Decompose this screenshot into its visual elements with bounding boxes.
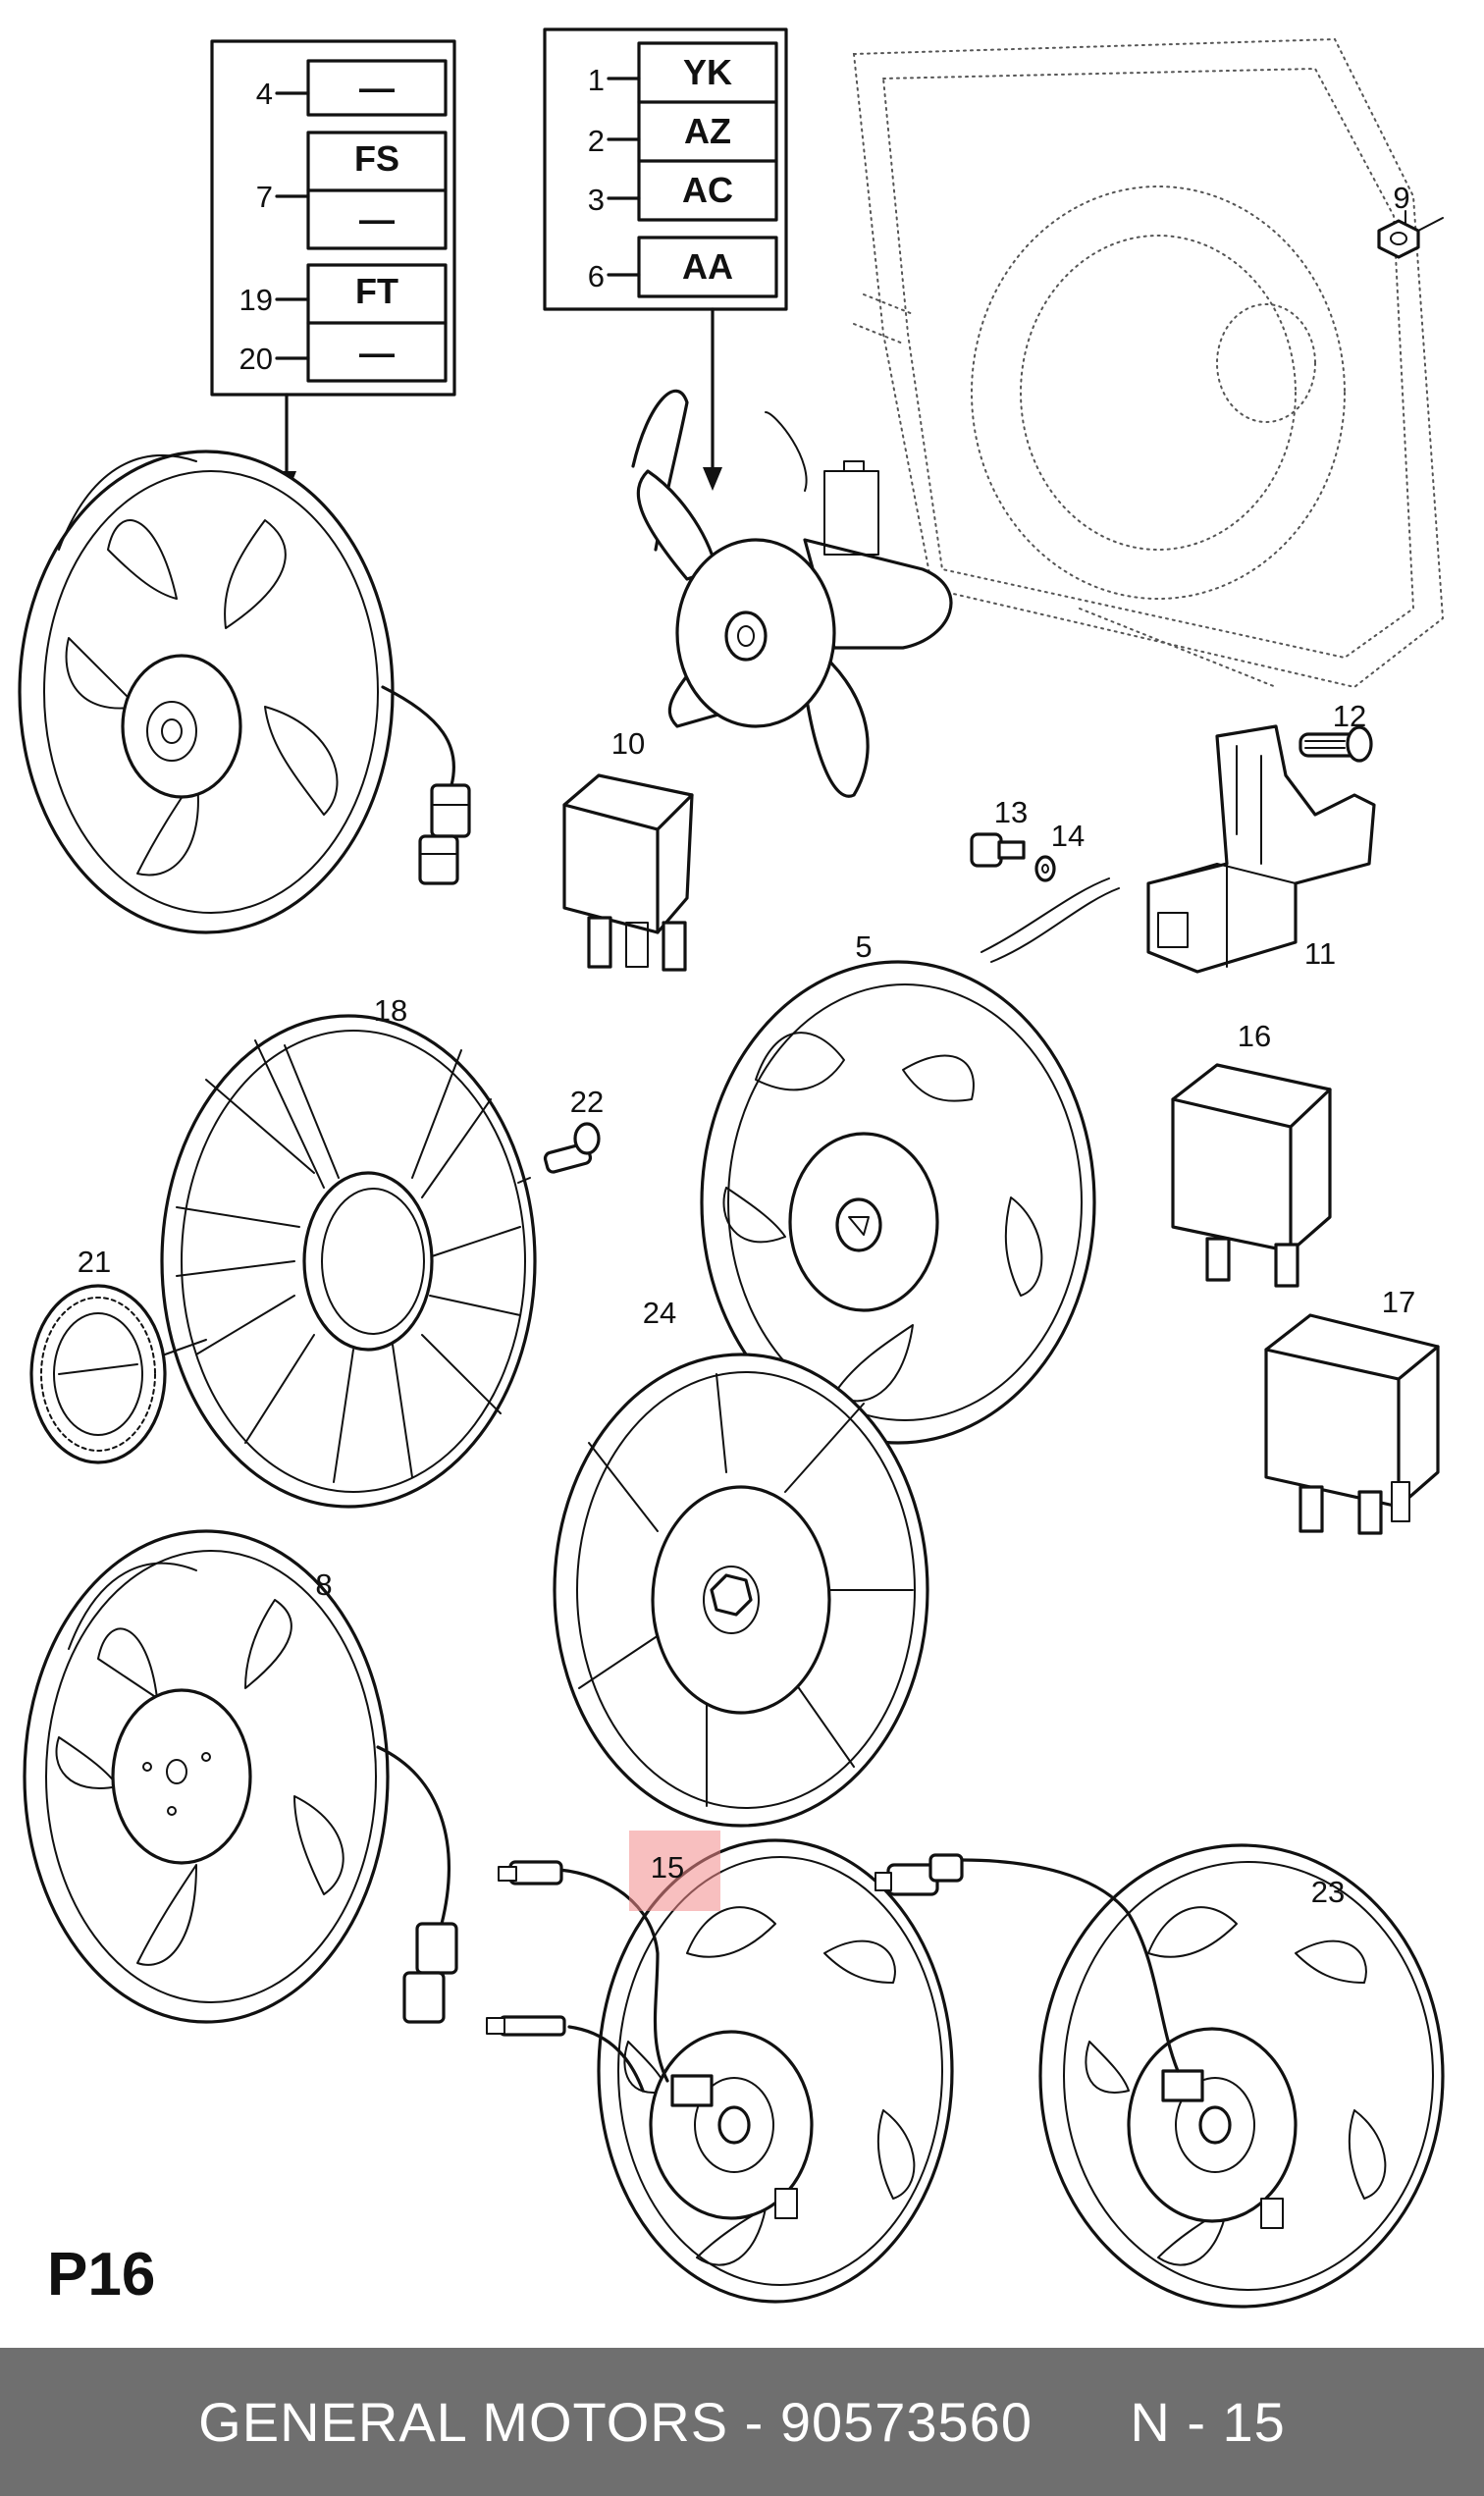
label-part-22: 22 <box>570 1085 604 1119</box>
code-right-num-3: 3 <box>588 183 605 217</box>
code-right-3: AC <box>682 170 733 210</box>
fan-blade-part-18: 18 <box>160 993 537 1509</box>
label-part-14: 14 <box>1051 819 1085 853</box>
label-part-13: 13 <box>994 795 1028 829</box>
code-box-right: 1 2 3 6 YK AZ AC AA <box>543 27 788 491</box>
fan-part-23: 23 <box>874 1843 1445 2309</box>
label-part-10: 10 <box>611 726 645 761</box>
label-part-16: 16 <box>1238 1019 1271 1053</box>
code-left-20: — <box>359 333 395 373</box>
label-part-21: 21 <box>78 1245 111 1279</box>
label-part-15: 15 <box>651 1850 684 1885</box>
fan-part-8: 8 <box>23 1529 458 2024</box>
fan-small-motor <box>631 389 953 798</box>
screw-part-13: 13 <box>970 795 1028 868</box>
bolt-part-12: 12 <box>1298 699 1373 763</box>
label-part-8: 8 <box>315 1567 332 1602</box>
code-right-num-6: 6 <box>588 259 605 293</box>
code-right-1: YK <box>683 52 732 92</box>
footer-caption: GENERAL MOTORS - 90573560 N - 15 <box>198 2391 1286 2453</box>
footer-bar: GENERAL MOTORS - 90573560 N - 15 <box>0 2348 1484 2496</box>
parts-diagram: 4 7 19 20 — FS — FT — 1 2 3 6 YK AZ AC A… <box>18 27 1445 2309</box>
bolt-part-22: 22 <box>517 1085 604 1184</box>
code-right-6: AA <box>682 246 733 287</box>
code-box-left: 4 7 19 20 — FS — FT — <box>210 39 456 496</box>
code-left-num-20: 20 <box>239 342 273 376</box>
label-part-23: 23 <box>1311 1875 1345 1909</box>
code-right-num-2: 2 <box>588 124 605 158</box>
code-left-7-top: FS <box>354 138 399 179</box>
label-part-11: 11 <box>1304 936 1336 971</box>
washer-part-14: 14 <box>1034 819 1085 882</box>
code-left-7-bottom: — <box>359 199 395 239</box>
fan-part-24: 24 <box>553 1296 929 1828</box>
label-part-12: 12 <box>1333 699 1366 733</box>
code-left-num-7: 7 <box>256 180 273 214</box>
label-part-5: 5 <box>855 929 872 964</box>
relay-part-10: 10 <box>562 726 694 972</box>
code-right-2: AZ <box>684 111 731 151</box>
code-left-num-4: 4 <box>256 77 273 111</box>
label-part-18: 18 <box>374 993 407 1028</box>
label-part-17: 17 <box>1382 1285 1415 1319</box>
label-part-9: 9 <box>1393 181 1409 215</box>
code-right-num-1: 1 <box>588 63 605 97</box>
code-left-num-19: 19 <box>239 283 273 317</box>
label-part-24: 24 <box>643 1296 676 1330</box>
fan-large-top-left <box>18 450 471 934</box>
nut-part-9: 9 <box>1377 181 1444 259</box>
relay-part-17: 17 <box>1264 1285 1440 1535</box>
code-left-4: — <box>359 68 395 108</box>
highlight-part-15 <box>629 1831 720 1911</box>
clutch-ring-part-21: 21 <box>29 1245 207 1464</box>
fan-shroud-drawing <box>852 37 1445 689</box>
code-left-19: FT <box>355 271 398 311</box>
fan-part-5: 5 <box>700 929 1096 1445</box>
fan-part-15: 15 <box>486 1831 954 2304</box>
page-code: P16 <box>47 2241 156 2309</box>
resistor-assembly-part-11: 11 <box>980 724 1376 974</box>
relay-part-16: 16 <box>1171 1019 1332 1288</box>
